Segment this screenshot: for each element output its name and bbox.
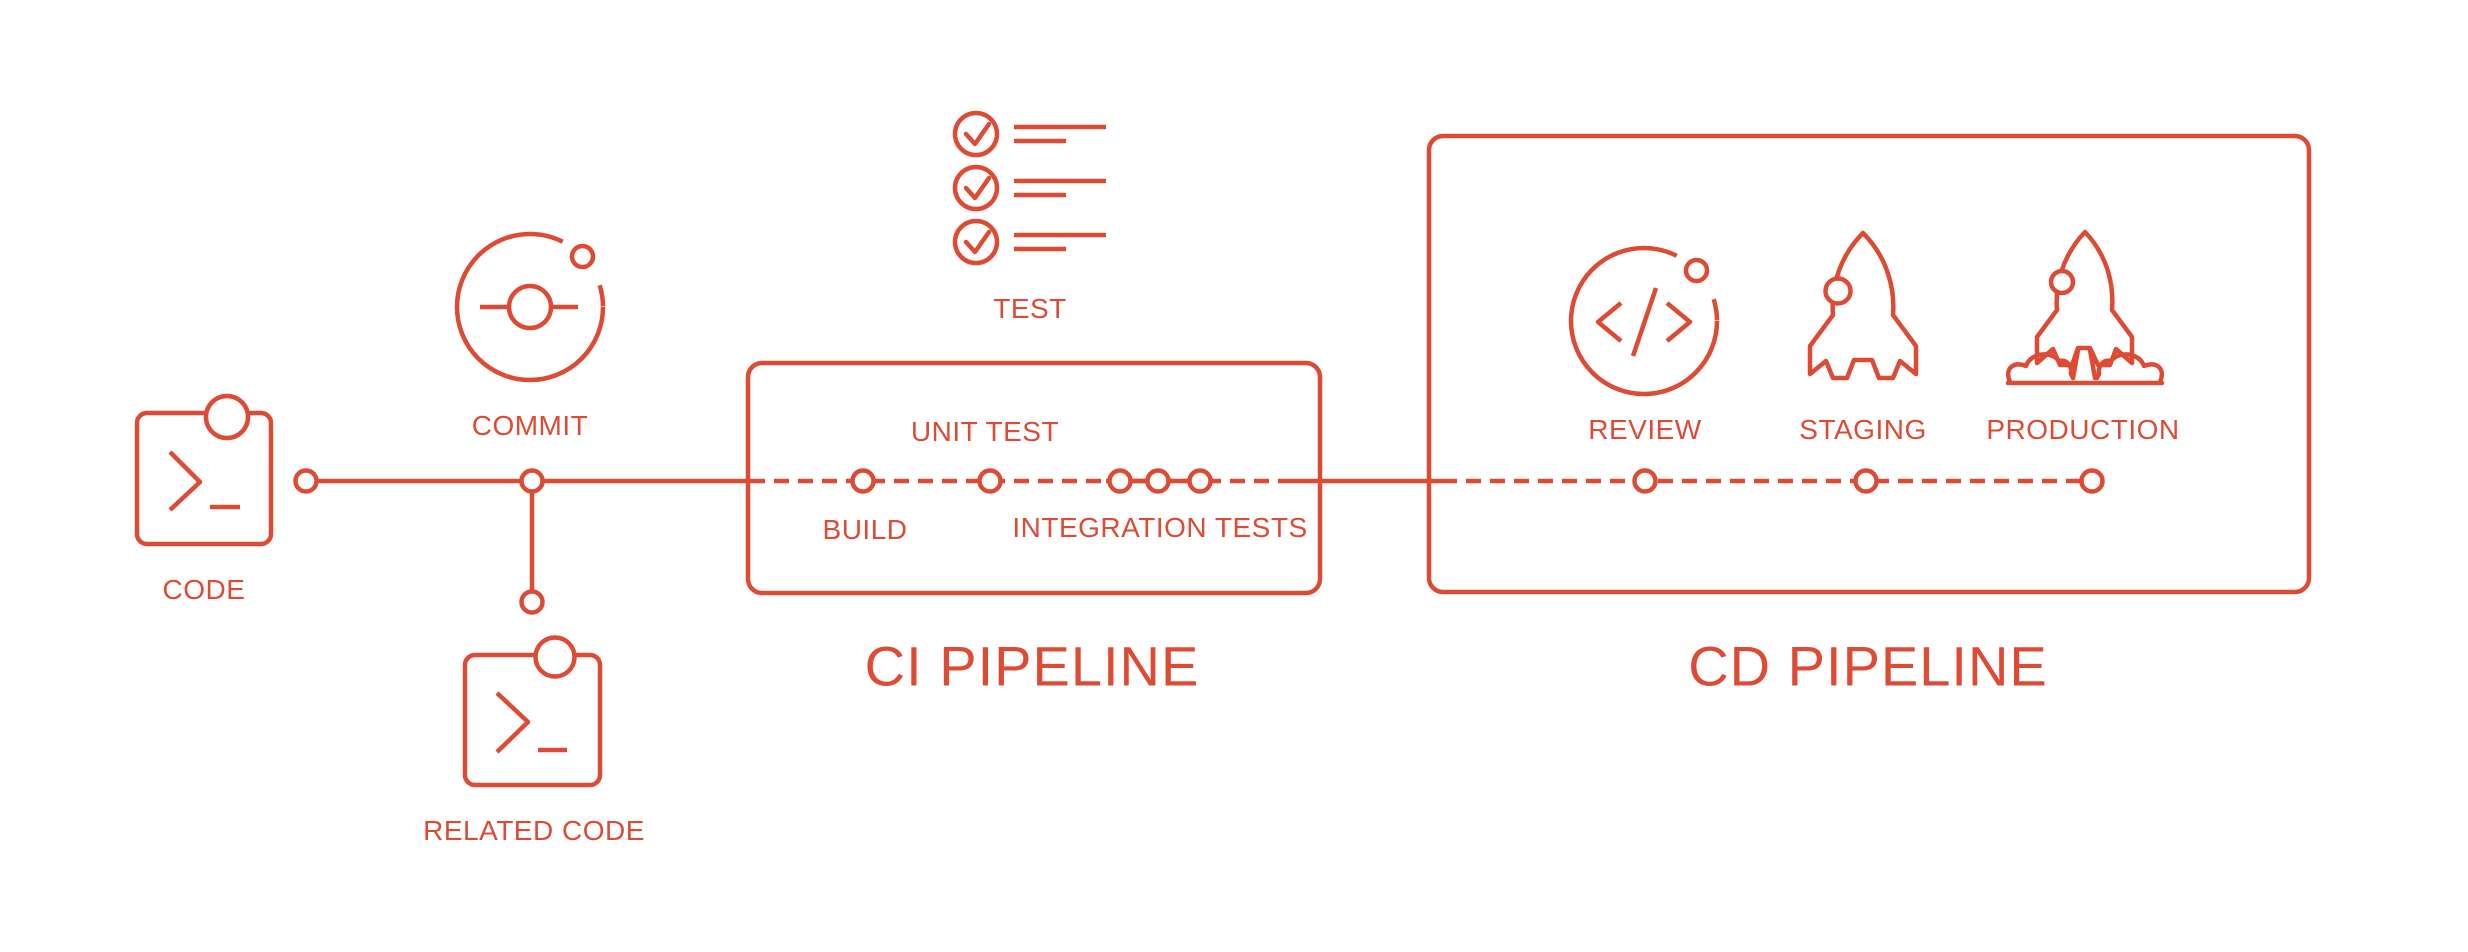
timeline-nodes	[293, 468, 2105, 615]
unit-test-node	[977, 468, 1003, 494]
production-rocket-launch-icon	[2005, 229, 2165, 386]
ci-pipeline-box	[745, 360, 1323, 596]
code-terminal-icon	[134, 393, 274, 547]
commit-label: COMMIT	[471, 410, 589, 441]
staging-node	[1853, 468, 1879, 494]
related-code-label: RELATED CODE	[423, 815, 645, 846]
launch-cloud	[2005, 352, 2165, 386]
integration-test-node-2	[1145, 468, 1171, 494]
commit-node	[519, 468, 545, 494]
production-label: PRODUCTION	[1986, 414, 2180, 445]
build-node	[850, 468, 876, 494]
production-node	[2079, 468, 2105, 494]
rocket-exhaust	[2070, 347, 2098, 381]
checklist-row-2	[952, 164, 1106, 212]
cd-pipeline-box	[1426, 133, 2312, 595]
review-node	[1632, 468, 1658, 494]
integration-test-node-1	[1107, 468, 1133, 494]
cd-pipeline-title: CD PIPELINE	[1688, 634, 2048, 698]
git-commit-orbit-icon	[454, 231, 606, 383]
integration-tests-label: INTEGRATION TESTS	[1012, 512, 1308, 543]
unit-test-label: UNIT TEST	[910, 416, 1060, 447]
ci-pipeline-title: CI PIPELINE	[864, 634, 1200, 698]
integration-test-node-3	[1187, 468, 1213, 494]
staging-rocket-icon	[1807, 230, 1919, 381]
code-review-icon	[1568, 245, 1720, 397]
build-label: BUILD	[822, 514, 908, 545]
code-label: CODE	[162, 574, 246, 605]
checklist-row-3	[952, 218, 1106, 266]
staging-label: STAGING	[1799, 414, 1927, 445]
checklist-row-1	[952, 110, 1106, 158]
related-code-node	[519, 589, 545, 615]
test-label: TEST	[993, 293, 1067, 324]
test-checklist-icon	[952, 110, 1106, 266]
code-tag-glyph	[1595, 287, 1693, 357]
start-node	[293, 468, 319, 494]
related-code-terminal-icon	[462, 635, 603, 788]
review-label: REVIEW	[1588, 414, 1702, 445]
